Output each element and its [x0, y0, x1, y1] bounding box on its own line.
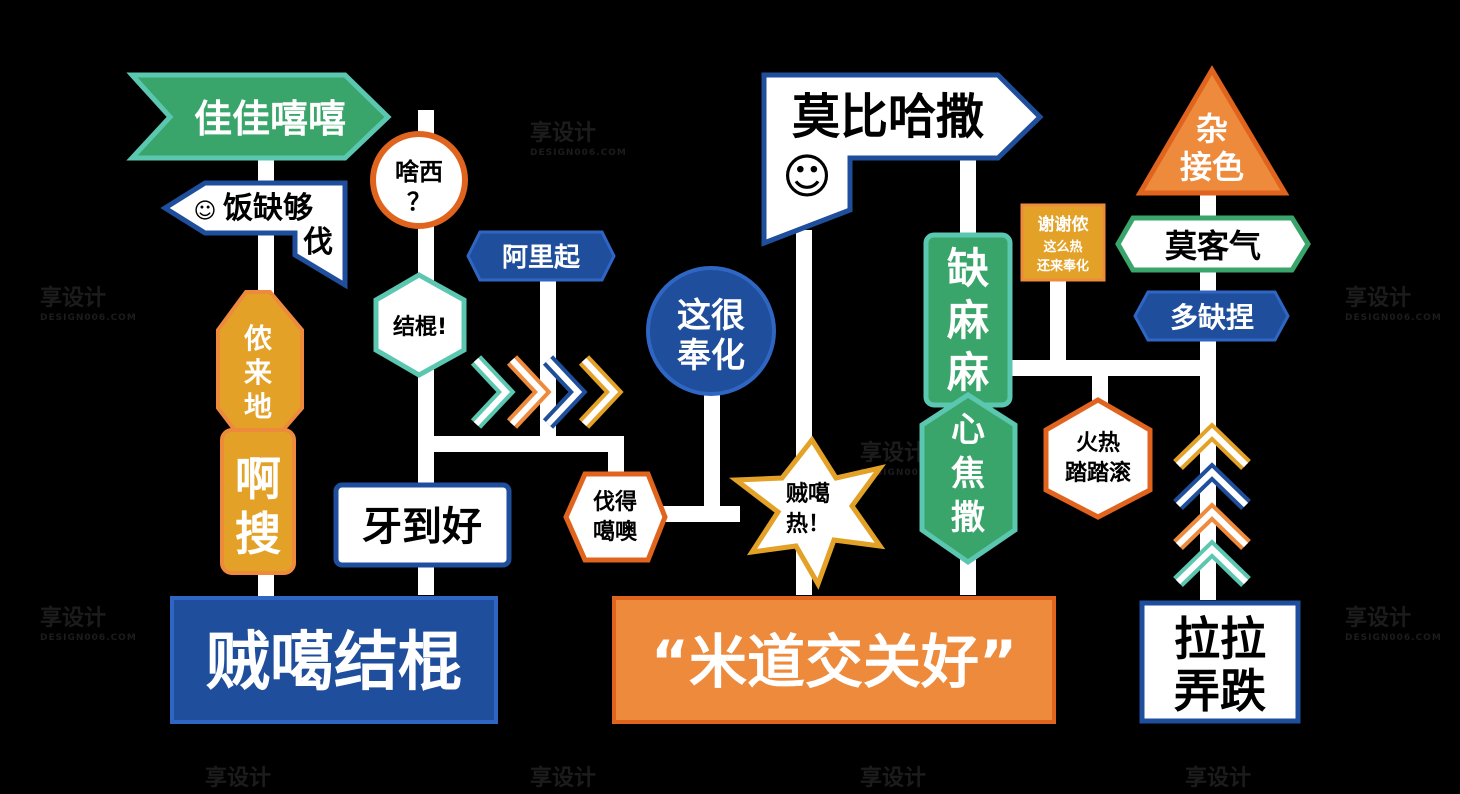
sign-zajiese-triangle: 杂 接色: [1135, 65, 1290, 196]
sign-xinjiaosa-char3: 撒: [951, 498, 985, 538]
sign-zeige-re-starburst: 贼噶 热！: [728, 435, 886, 590]
watermark-sub: DESIGN006.COM: [860, 468, 957, 478]
sign-zhehen-line1: 这很: [677, 296, 745, 336]
smiley-small-icon: ☺: [194, 199, 217, 224]
sign-zajiese-line2: 接色: [1180, 148, 1244, 186]
sign-nonglaidi: 侬 来 地: [216, 290, 304, 447]
sign-midao-text: “米道交关好”: [651, 628, 1017, 696]
sign-lala-line1: 拉拉: [1174, 612, 1266, 666]
watermark-text: 享设计: [860, 765, 926, 791]
sign-zajiese-line1: 杂: [1196, 110, 1228, 148]
sign-zeige-re-line1: 贼噶: [785, 482, 830, 507]
sign-lala-line2: 弄跌: [1174, 664, 1266, 718]
watermark-text: 享设计: [40, 285, 106, 311]
watermark-text: 享设计: [1345, 605, 1411, 631]
watermark-sub: DESIGN006.COM: [1345, 633, 1442, 643]
sign-nonglaidi-char2: 来: [244, 356, 272, 389]
sign-nonglaidi-char1: 侬: [244, 322, 273, 355]
watermark-sub: DESIGN006.COM: [530, 148, 627, 158]
sign-aliqi-text: 阿里起: [502, 243, 581, 273]
sign-aliqi: 阿里起: [466, 230, 616, 282]
sign-fadexiaoao-line2: 噶噢: [593, 519, 638, 545]
watermark-sub: DESIGN006.COM: [40, 633, 137, 643]
watermarks: 享设计 DESIGN006.COM 享设计 DESIGN006.COM 享设计 …: [40, 120, 1442, 791]
sign-shaxi-line1: 啥西: [395, 158, 443, 186]
watermark-text: 享设计: [530, 120, 596, 146]
sign-mokeqi-text: 莫客气: [1165, 227, 1261, 265]
sign-fanque-line1: 饭缺够: [223, 191, 313, 226]
sign-jiegun-hexagon: 结棍!: [373, 272, 467, 378]
sign-duoqueniu: 多缺捏: [1133, 290, 1290, 342]
sign-yadaohao: 牙到好: [333, 482, 512, 568]
sign-jiegun-text: 结棍!: [393, 314, 447, 340]
sign-midao-banner: “米道交关好”: [612, 596, 1056, 724]
sign-huore-line2: 踏踏滚: [1065, 460, 1132, 486]
sign-xinjiaosa-char2: 焦: [951, 454, 985, 494]
sign-zhehen-line2: 奉化: [677, 336, 745, 376]
sign-zeigejiegun-text: 贼噶结棍: [206, 626, 462, 700]
sign-asou-char1: 啊: [235, 452, 281, 506]
sign-jiajia-text: 佳佳嘻嘻: [194, 97, 346, 141]
sign-fanque-arrow: ☺ 饭缺够 伐: [160, 180, 348, 290]
sign-zeigejiegun: 贼噶结棍: [170, 596, 498, 724]
sign-quemama-char3: 麻: [947, 348, 989, 397]
sign-quemama-char2: 麻: [947, 296, 989, 345]
sign-xinjiaosa-char1: 心: [951, 410, 985, 450]
sign-xiexie-line2: 这么热: [1043, 239, 1082, 255]
sign-fanque-line2: 伐: [303, 225, 333, 260]
sign-huore-hexagon: 火热 踏踏滚: [1043, 397, 1153, 520]
sign-fadexiaoao-line1: 伐得: [593, 489, 637, 515]
sign-xiexie: 谢谢侬 这么热 还来奉化: [1020, 203, 1106, 282]
sign-shaxi-circle: 啥西 ？: [370, 131, 468, 229]
sign-fadexiaoao-hexagon: 伐得 噶噢: [563, 471, 668, 563]
watermark-sub: DESIGN006.COM: [40, 313, 137, 323]
sign-mobihasa-arrow: 莫比哈撒 ☺: [761, 72, 1044, 247]
sign-duoqueniu-text: 多缺捏: [1170, 301, 1254, 334]
sign-mobihasa-text: 莫比哈撒: [792, 89, 984, 145]
sign-quemama: 缺 麻 麻: [923, 232, 1013, 408]
watermark-text: 享设计: [530, 765, 596, 791]
sign-xinjiaosa: 心 焦 撒: [919, 392, 1018, 566]
sign-shaxi-line2: ？: [407, 188, 431, 216]
sign-yadaohao-text: 牙到好: [362, 504, 482, 550]
chevron-arrows-icon: [470, 355, 624, 429]
sign-zhehen-circle: 这很 奉化: [646, 266, 776, 396]
sign-nonglaidi-char3: 地: [244, 390, 272, 423]
watermark-text: 享设计: [860, 440, 926, 466]
watermark-text: 享设计: [1185, 765, 1251, 791]
sign-huore-line1: 火热: [1076, 430, 1120, 456]
sign-zeige-re-line2: 热！: [786, 511, 830, 537]
sign-xiexie-line3: 还来奉化: [1036, 258, 1089, 274]
watermark-sub: DESIGN006.COM: [1345, 313, 1442, 323]
sign-mokeqi: 莫客气: [1115, 215, 1311, 273]
sign-asou: 啊 搜: [220, 428, 296, 575]
sign-xiexie-line1: 谢谢侬: [1038, 214, 1090, 235]
smiley-big-icon: ☺: [782, 149, 832, 205]
sign-asou-char2: 搜: [235, 507, 281, 561]
chevron-up-icon: [1173, 422, 1251, 588]
watermark-text: 享设计: [205, 765, 271, 791]
watermark-text: 享设计: [1345, 285, 1411, 311]
sign-lala: 拉拉 弄跌: [1139, 600, 1301, 724]
sign-quemama-char1: 缺: [947, 244, 989, 293]
watermark-text: 享设计: [40, 605, 106, 631]
sign-jiajia-arrow: 佳佳嘻嘻: [126, 72, 392, 161]
